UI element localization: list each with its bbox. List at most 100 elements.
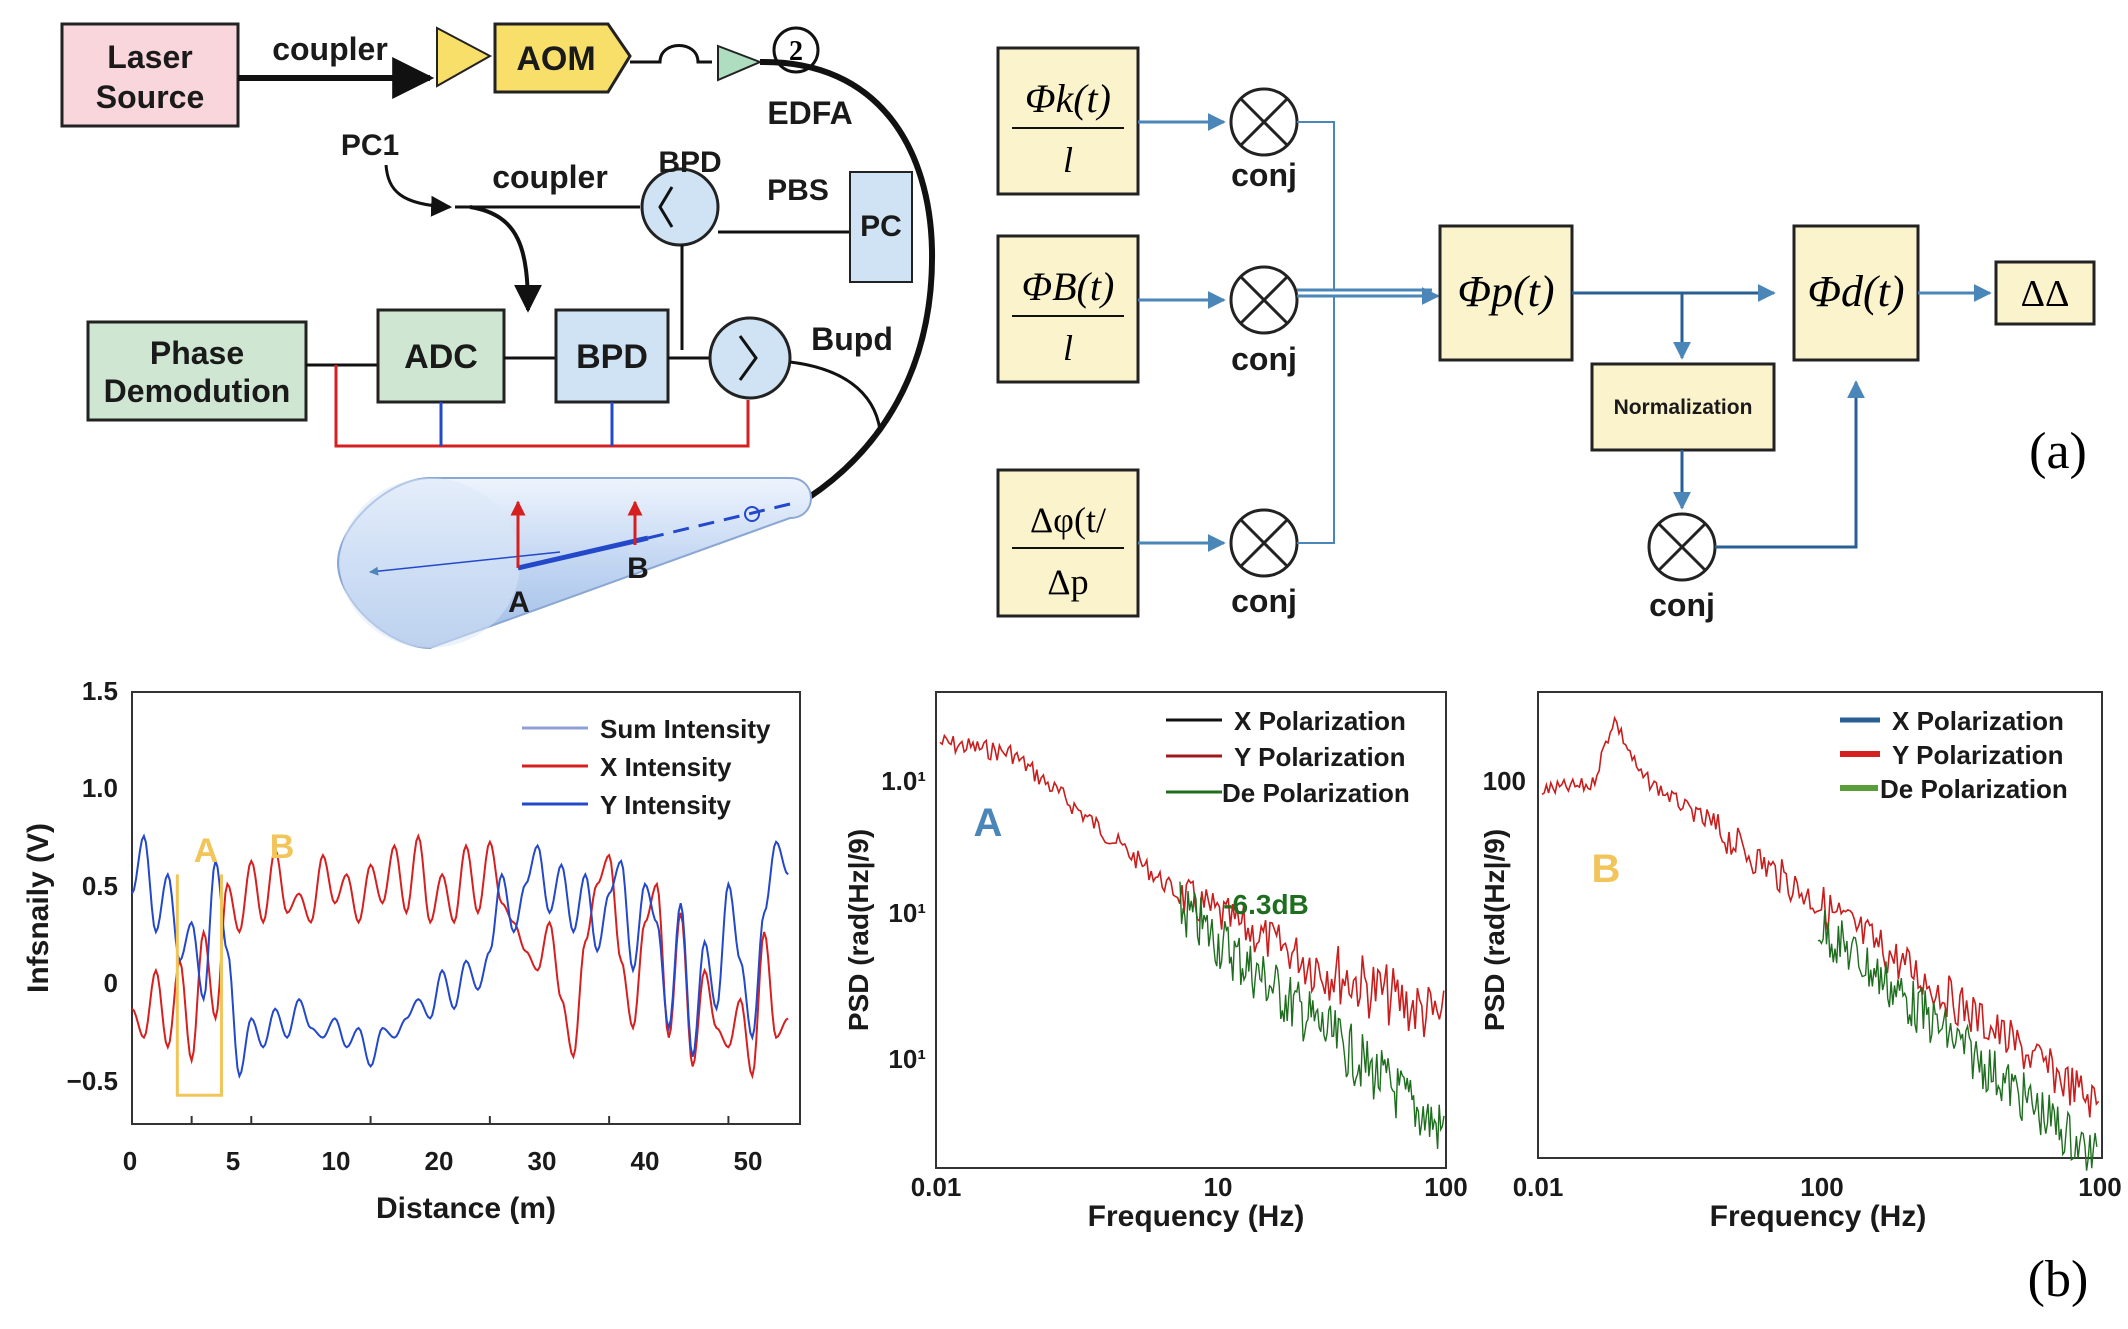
c1-legend-sum: Sum Intensity xyxy=(600,714,771,744)
laser-source-box xyxy=(60,22,240,128)
coupler-top-label: coupler xyxy=(272,31,388,67)
c1-xtick-3: 30 xyxy=(528,1146,557,1176)
flow-diagram: Φk(t) l ΦB(t) l Δφ(t/ Δp conj conj xyxy=(996,46,2096,623)
c2-ytick-1: 10¹ xyxy=(888,898,926,928)
output-label: ΔΔ xyxy=(2021,273,2070,315)
c1-xtick-0: 0 xyxy=(123,1146,137,1176)
c2-trace-y-polarization xyxy=(939,733,1445,1038)
cone-end xyxy=(340,478,520,648)
c1-xtick-2: 20 xyxy=(425,1146,454,1176)
c2-tag-a: A xyxy=(974,801,1003,845)
panel-a-label: (a) xyxy=(2029,423,2087,480)
panel-b-label: (b) xyxy=(2028,1251,2089,1308)
c1-marker-a: A xyxy=(194,832,219,870)
c1-xtick-5: 5 xyxy=(226,1146,240,1176)
bpd-box xyxy=(554,308,670,404)
c2-ytick-0: 1.0¹ xyxy=(881,766,926,796)
c2-annotation: -6.3dB xyxy=(1223,889,1309,920)
c3-ytick-0: 100 xyxy=(1483,766,1526,796)
c3-xlabel: Frequency (Hz) xyxy=(1710,1200,1927,1233)
c2-legend-y: Y Polarization xyxy=(1234,742,1405,772)
c3-trace-y-polarization xyxy=(1541,715,2100,1118)
c1-xtick-4: 40 xyxy=(631,1146,660,1176)
conj-3 xyxy=(1229,508,1299,578)
c2-xtick-0: 0.01 xyxy=(911,1172,962,1202)
c1-marker-box xyxy=(175,874,223,1097)
adc-box xyxy=(376,308,506,404)
chart-intensity: 1.5 1.0 0.5 0 −0.5 0 5 10 20 30 40 50 Di… xyxy=(22,676,801,1225)
laser-label-1: Laser xyxy=(107,39,192,75)
chart2-frame xyxy=(935,691,1447,1169)
input1-numerator: Φk(t) xyxy=(1025,76,1111,121)
input-box-3 xyxy=(996,468,1140,618)
phase-demod-box xyxy=(86,320,308,422)
c1-ytick-3: 0 xyxy=(104,968,118,998)
conj-2 xyxy=(1229,265,1299,335)
conj-2-label: conj xyxy=(1231,341,1297,377)
phase-label-2: Demodution xyxy=(104,373,291,409)
bupd-label: Bupd xyxy=(811,321,893,357)
coupler-to-adc xyxy=(469,205,542,313)
input-box-1 xyxy=(996,46,1140,196)
chart3-frame xyxy=(1537,691,2103,1159)
bpd-top-symbol xyxy=(658,186,674,228)
c1-marker-b: B xyxy=(270,828,295,866)
conj-1-label: conj xyxy=(1231,157,1297,193)
input1-denominator: l xyxy=(1063,140,1073,180)
conj-4 xyxy=(1647,512,1717,582)
conj-1 xyxy=(1229,87,1299,157)
c3-xtick-2: 100 xyxy=(2078,1172,2121,1202)
c2-legend-de: De Polarization xyxy=(1222,778,1410,808)
point-a-label: A xyxy=(508,586,530,619)
aom-label: AOM xyxy=(516,40,595,78)
phi-p-box xyxy=(1438,224,1574,362)
bpd-top-circle xyxy=(640,167,720,247)
pc-label: PC xyxy=(860,210,902,243)
chart-psd-a: 1.0¹ 10¹ 10¹ 0.01 10 100 Frequency (Hz) … xyxy=(843,691,1468,1233)
chart-psd-b: 100 0.01 100 100 Frequency (Hz) PSD (rad… xyxy=(1479,691,2122,1233)
c2-xtick-2: 100 xyxy=(1424,1172,1467,1202)
coupler-mid-label: coupler xyxy=(492,159,608,195)
c3-xtick-0: 0.01 xyxy=(1513,1172,1564,1202)
merge-line-3 xyxy=(1297,296,1335,544)
c1-series-y-intensity xyxy=(131,833,789,1079)
conj-3-label: conj xyxy=(1231,583,1297,619)
c1-xtick-5b: 50 xyxy=(734,1146,763,1176)
c1-legend-x: X Intensity xyxy=(600,752,732,782)
bupd-fiber xyxy=(789,360,882,431)
input-box-2 xyxy=(996,234,1140,384)
laser-label-2: Source xyxy=(96,79,204,115)
chart1-frame xyxy=(131,691,801,1125)
edfa-label: EDFA xyxy=(767,95,852,131)
c3-tag-b: B xyxy=(1592,847,1621,891)
conj-to-phi-d xyxy=(1715,380,1865,549)
pc-box xyxy=(849,171,913,283)
c1-ytick-2: 0.5 xyxy=(82,871,118,901)
bpd-top-label: BPD xyxy=(658,146,721,179)
pc1-label: PC1 xyxy=(341,129,399,162)
c3-ylabel: PSD (rad(Hz|/9) xyxy=(1479,829,1510,1031)
aom-input-triangle xyxy=(436,26,493,88)
phi-p-label: Φp(t) xyxy=(1457,267,1554,316)
red-wire xyxy=(334,365,750,448)
point-b-label: B xyxy=(627,552,649,585)
c1-ytick-0: 1.5 xyxy=(82,676,118,706)
phase-label-1: Phase xyxy=(150,335,244,371)
c1-xtick-1: 10 xyxy=(322,1146,351,1176)
pc1-fiber xyxy=(384,164,453,217)
bpd-label: BPD xyxy=(576,338,648,376)
c2-ylabel: PSD (rad(Hz|/9) xyxy=(843,829,874,1031)
bupd-symbol xyxy=(738,335,758,381)
conj-4-label: conj xyxy=(1649,587,1715,623)
c3-trace-de-polarization xyxy=(1817,909,2098,1171)
c3-xtick-1: 100 xyxy=(1800,1172,1843,1202)
input2-numerator: ΦB(t) xyxy=(1022,264,1115,309)
c3-legend-y: Y Polarization xyxy=(1892,740,2063,770)
adc-label: ADC xyxy=(404,338,478,376)
circulator-2-label: 2 xyxy=(789,36,803,67)
input2-denominator: l xyxy=(1063,328,1073,368)
main-fiber-arc xyxy=(759,58,936,501)
normalization-label: Normalization xyxy=(1614,396,1753,419)
c1-xlabel: Distance (m) xyxy=(376,1192,556,1225)
c3-legend-de: De Polarization xyxy=(1880,774,2068,804)
